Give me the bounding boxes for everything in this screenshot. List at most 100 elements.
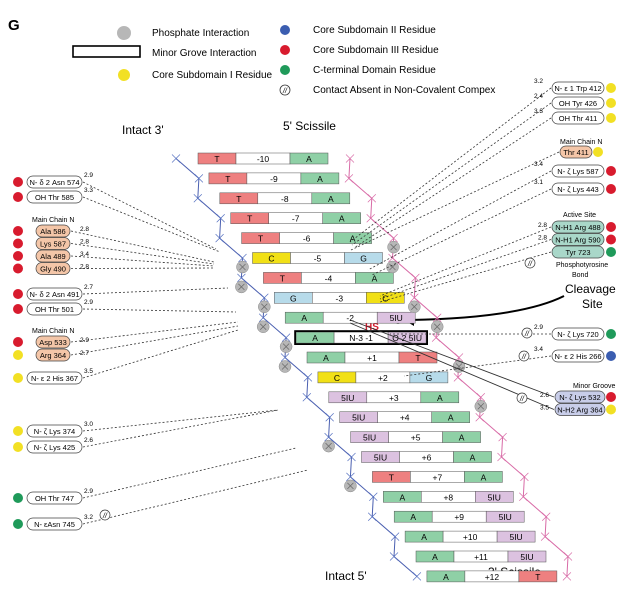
residue-label: N- ε 2 His 367 <box>26 371 83 385</box>
base-right <box>366 292 405 304</box>
residue-domain-dot <box>13 192 23 202</box>
base-right <box>475 491 514 503</box>
position-label: -4 <box>325 273 333 283</box>
group-title: Minor Groove <box>573 383 616 390</box>
residue-name: N- ζ Lys 720 <box>557 330 598 339</box>
position-label: -10 <box>257 154 270 164</box>
legend-c-terminal: C-terminal Domain Residue <box>313 65 436 76</box>
group-title: Active Site <box>563 212 596 219</box>
phosphate-mark <box>261 303 268 311</box>
residue-name: N- ε 2 His 266 <box>554 352 601 361</box>
residue-label: Asp 533 <box>35 335 71 349</box>
residue-pill <box>26 302 83 316</box>
contact-line <box>70 325 239 356</box>
base-right <box>322 212 361 224</box>
distance-label: 3.2 <box>534 78 543 85</box>
base-left-label: C <box>334 373 340 383</box>
residue-domain-dot <box>13 442 23 452</box>
residue-name: OH Tyr 426 <box>559 99 597 108</box>
base-left-label: T <box>389 472 394 482</box>
base-right <box>464 471 503 483</box>
base-right <box>431 411 470 423</box>
residue-label: Gly 490 <box>35 262 71 275</box>
phosphate-cross-left <box>260 293 269 303</box>
absent-contact-marker-glyph: // <box>521 354 527 361</box>
group-title-line2: Bond <box>572 272 588 279</box>
base-left-label: T <box>280 273 285 283</box>
contact-line <box>82 181 217 250</box>
phosphate-cross-right <box>366 213 375 223</box>
legend-phosphate: Phosphate Interaction <box>152 28 249 39</box>
residue-label: N- ζ Lys 443 <box>551 182 605 196</box>
phosphate-cross-right <box>475 412 484 422</box>
absent-contact-glyph: // <box>282 88 288 95</box>
residue-pill <box>35 237 71 250</box>
distance-label: 3.4 <box>80 251 89 258</box>
position-label: +2 <box>378 373 388 383</box>
base-right-label: A <box>306 154 312 164</box>
phosphate-cross-right <box>431 333 441 342</box>
base-right <box>376 311 416 324</box>
group-title: Main Chain N <box>560 139 602 146</box>
residue-name: Ala 489 <box>40 252 65 261</box>
subdomain-2-legend-icon <box>280 25 290 35</box>
label-scissile-5: 5' Scissile <box>283 119 336 133</box>
phosphate-cross-left <box>193 194 203 203</box>
distance-label: 2.6 <box>540 392 549 399</box>
distance-label: 3.2 <box>84 514 93 521</box>
base-right-label: A <box>481 472 487 482</box>
residue-label: OH Thr 585 <box>26 190 83 204</box>
base-left-label: T <box>258 234 263 244</box>
residue-name: N- ζ Lys 374 <box>34 427 75 436</box>
residue-name: N-H1 Arg 488 <box>555 223 600 232</box>
residue-pill <box>35 335 71 349</box>
legend-subdomain-2: Core Subdomain II Residue <box>313 25 436 36</box>
base-right <box>311 192 351 205</box>
contact-line <box>82 329 239 379</box>
c-terminal-legend-icon <box>280 65 290 75</box>
position-label: -2 <box>346 313 354 323</box>
base-right-label: A <box>339 214 345 224</box>
residue-label: N-H1 Arg 590 <box>551 233 605 246</box>
contact-line <box>82 287 229 295</box>
contact-line <box>82 409 279 448</box>
position-label: +11 <box>474 552 488 562</box>
position-label: -3 <box>336 293 344 303</box>
phosphate-cross-left <box>281 333 291 342</box>
residue-domain-dot <box>606 351 616 361</box>
residue-domain-dot <box>13 251 23 261</box>
base-left-label: A <box>432 552 438 562</box>
base-right <box>496 530 536 543</box>
absent-contact-marker-glyph: // <box>102 513 108 520</box>
residue-label: N- ε 2 His 266 <box>551 349 605 363</box>
residue-domain-dot <box>606 166 616 176</box>
base-right <box>300 172 340 185</box>
base-right <box>420 391 460 404</box>
residue-label: N- δ 2 Asn 491 <box>26 287 83 301</box>
group-title: Phosphotyrosine <box>556 262 608 269</box>
phosphate-cross-right <box>453 373 463 382</box>
label-hs: HS <box>365 322 379 333</box>
phosphate-cross-right <box>410 293 419 303</box>
distance-label: 2.4 <box>534 93 543 100</box>
base-left-label: T <box>247 214 252 224</box>
residue-label: N- ζ Lys 374 <box>26 424 83 438</box>
residue-domain-dot <box>13 337 23 347</box>
base-left-label: T <box>236 194 241 204</box>
residue-name: N- ζ Lys 443 <box>557 185 598 194</box>
phosphate-cross-right <box>344 174 354 183</box>
residue-domain-dot <box>13 177 23 187</box>
minor-groove-box <box>294 330 429 346</box>
phosphate-cross-left <box>194 174 204 183</box>
position-label: +5 <box>411 433 421 443</box>
phosphate-cross-left <box>171 154 181 163</box>
contact-line <box>70 243 215 265</box>
phosphate-cross-right <box>541 512 551 521</box>
residue-domain-dot <box>13 373 23 383</box>
base-left-label: T <box>214 154 219 164</box>
cleavage-arrow <box>409 295 565 321</box>
